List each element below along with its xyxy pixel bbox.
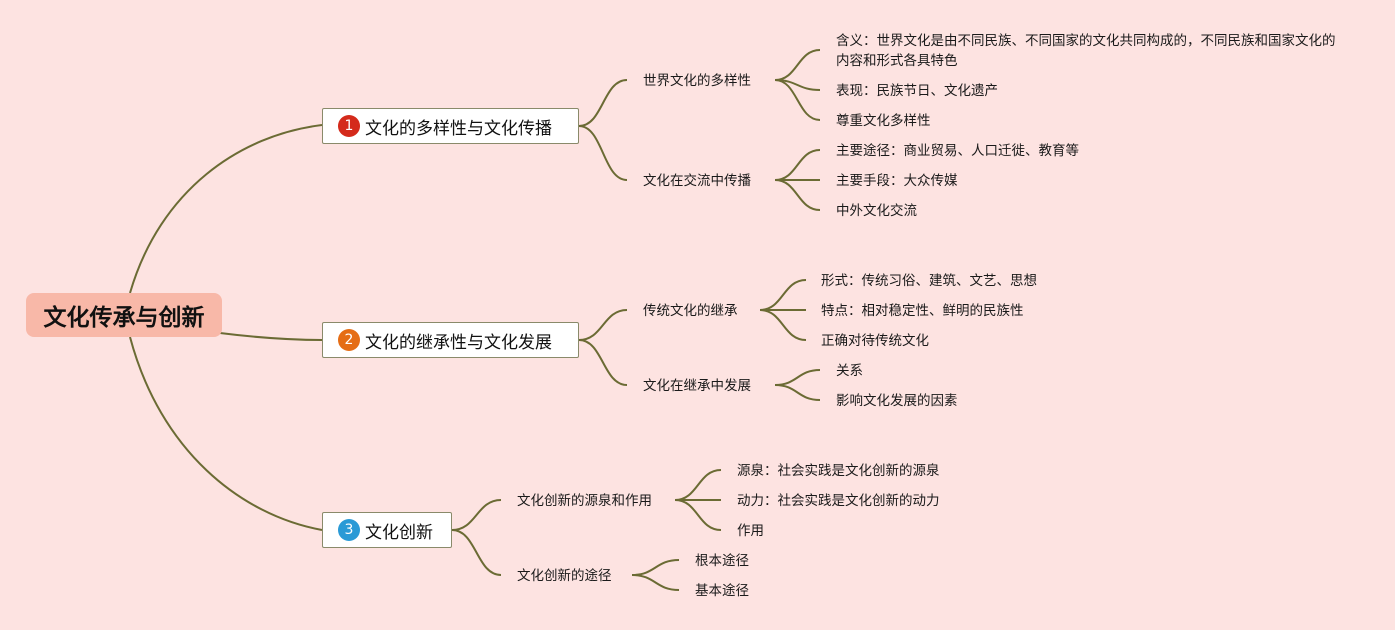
connector-line: [759, 279, 807, 311]
connector-line: [774, 384, 821, 401]
branch-1-label: 文化的多样性与文化传播: [365, 118, 552, 139]
leaf-3-1-3[interactable]: 作用: [737, 523, 764, 539]
leaf-2-1-1[interactable]: 形式：传统习俗、建筑、文艺、思想: [821, 273, 1037, 289]
branch-1-topic[interactable]: 1 文化的多样性与文化传播: [322, 108, 579, 144]
branch-3-topic[interactable]: 3 文化创新: [322, 512, 452, 548]
leaf-1-1-1[interactable]: 含义：世界文化是由不同民族、不同国家的文化共同构成的，不同民族和国家文化的内容和…: [836, 33, 1336, 69]
number-3-badge: 3: [338, 519, 360, 541]
subtopic-3-1[interactable]: 文化创新的源泉和作用: [517, 493, 652, 509]
subtopic-2-1[interactable]: 传统文化的继承: [643, 303, 738, 319]
leaf-3-2-2[interactable]: 基本途径: [695, 583, 749, 599]
subtopic-1-1[interactable]: 世界文化的多样性: [643, 73, 751, 89]
connector-line: [578, 339, 628, 386]
connector-line: [674, 499, 722, 531]
branch-2-topic[interactable]: 2 文化的继承性与文化发展: [322, 322, 579, 358]
subtopic-1-2[interactable]: 文化在交流中传播: [643, 173, 751, 189]
connector-line: [451, 499, 502, 531]
leaf-1-2-2[interactable]: 主要手段：大众传媒: [836, 173, 958, 189]
connector-line: [674, 469, 722, 501]
connector-line: [774, 49, 821, 81]
connector-line: [451, 529, 502, 576]
connector-line: [759, 309, 807, 341]
connector-line: [774, 369, 821, 386]
root-topic[interactable]: 文化传承与创新: [26, 293, 222, 337]
leaf-2-1-2[interactable]: 特点：相对稳定性、鲜明的民族性: [821, 303, 1024, 319]
connector-line: [774, 79, 821, 121]
connector-line: [129, 336, 323, 531]
leaf-3-1-2[interactable]: 动力：社会实践是文化创新的动力: [737, 493, 940, 509]
leaf-3-1-1[interactable]: 源泉：社会实践是文化创新的源泉: [737, 463, 940, 479]
leaf-1-2-1[interactable]: 主要途径：商业贸易、人口迁徙、教育等: [836, 143, 1079, 159]
connector-line: [774, 149, 821, 181]
subtopic-3-2[interactable]: 文化创新的途径: [517, 568, 612, 584]
connector-line: [129, 124, 323, 294]
leaf-2-2-2[interactable]: 影响文化发展的因素: [836, 393, 958, 409]
connector-line: [774, 179, 821, 211]
leaf-1-1-2[interactable]: 表现：民族节日、文化遗产: [836, 83, 998, 99]
leaf-3-2-1[interactable]: 根本途径: [695, 553, 749, 569]
subtopic-2-2[interactable]: 文化在继承中发展: [643, 378, 751, 394]
connector-line: [631, 574, 680, 591]
connector-line: [631, 559, 680, 576]
leaf-1-2-3[interactable]: 中外文化交流: [836, 203, 917, 219]
connector-line: [578, 125, 628, 181]
branch-3-label: 文化创新: [365, 522, 433, 543]
leaf-2-1-3[interactable]: 正确对待传统文化: [821, 333, 929, 349]
branch-2-label: 文化的继承性与文化发展: [365, 332, 552, 353]
connector-line: [219, 332, 323, 341]
number-2-badge: 2: [338, 329, 360, 351]
connector-line: [578, 309, 628, 341]
leaf-2-2-1[interactable]: 关系: [836, 363, 863, 379]
number-1-badge: 1: [338, 115, 360, 137]
connector-line: [578, 79, 628, 127]
leaf-1-1-3[interactable]: 尊重文化多样性: [836, 113, 931, 129]
